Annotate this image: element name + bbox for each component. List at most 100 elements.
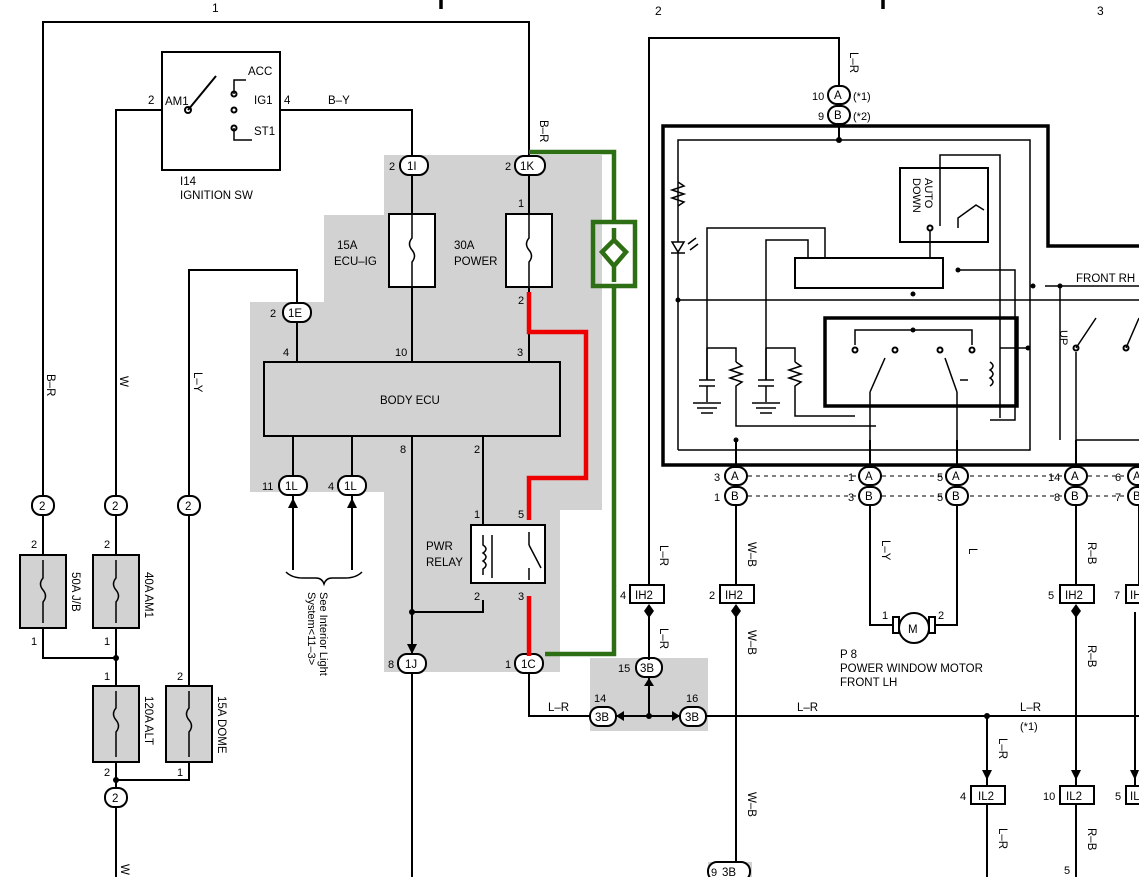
column-number: 1 <box>212 1 219 15</box>
connector-label: A <box>1133 471 1139 483</box>
ignition-switch: AM1 ACC IG1 ST1 2 4 I14 IGNITION SW <box>148 51 291 202</box>
fuse-label: 120A ALT <box>142 696 154 745</box>
pin-number: 5 <box>937 492 943 504</box>
wire-color-label: B–R <box>44 374 56 396</box>
pin-number: 1 <box>474 509 480 521</box>
pin-number: 15 <box>618 663 630 675</box>
auto-down-label: AUTO <box>922 178 934 209</box>
connector-label: 3B <box>685 712 699 724</box>
ignition-terminal: AM1 <box>165 96 189 108</box>
pin-number: 14 <box>1048 472 1060 484</box>
connector-label: 2 <box>185 501 191 513</box>
connector-label: 2 <box>112 793 118 805</box>
pin-number: 1 <box>714 492 720 504</box>
pin-number: 4 <box>283 347 289 359</box>
connector-label: 2 <box>112 501 118 513</box>
wire-color-label: L–R <box>996 738 1008 759</box>
pin-number: 9 <box>711 867 717 877</box>
pin-number: 6 <box>1115 472 1121 484</box>
fuse-label: 50A J/B <box>69 572 81 612</box>
green-highlight-path <box>529 149 638 657</box>
pin-number: 3 <box>518 591 524 603</box>
column-number: 3 <box>1097 4 1104 18</box>
connector-label: B <box>1071 491 1079 503</box>
connector-label: B <box>834 110 842 122</box>
connector-label: B <box>1133 491 1139 503</box>
connector-label: B <box>731 491 739 503</box>
pin-number: 4 <box>960 791 966 803</box>
pin-number: 1 <box>848 472 854 484</box>
motor-name: FRONT LH <box>840 677 897 689</box>
pin-number: 10 <box>395 347 407 359</box>
wire-color-label: L–R <box>847 52 859 73</box>
note-label: (*1) <box>853 91 871 103</box>
pin-number: 5 <box>937 472 943 484</box>
pin-number: 2 <box>474 591 480 603</box>
wire-color-label: W <box>117 376 129 387</box>
ignition-switch-name: IGNITION SW <box>180 190 253 202</box>
connector-label: A <box>731 471 739 483</box>
pin-number: 7 <box>1114 590 1120 602</box>
pin-number: 2 <box>104 539 110 551</box>
see-interior-light-note: See Interior Light <box>317 592 329 676</box>
wire-color-label: B–Y <box>328 95 350 107</box>
connector-label: B <box>865 491 873 503</box>
wire-color-label: L–Y <box>191 372 203 393</box>
relay-name: RELAY <box>426 557 463 569</box>
connector-label: 1K <box>520 161 534 173</box>
connector-label: 1E <box>288 308 302 320</box>
red-highlight-path <box>526 292 589 520</box>
wire-color-label: L–R <box>797 702 818 714</box>
connector-label: IH2 <box>635 590 653 602</box>
body-ecu-label: BODY ECU <box>380 395 440 407</box>
wire-color-label: L–R <box>657 628 669 649</box>
pin-number: 8 <box>1054 492 1060 504</box>
wire-color-label: L–R <box>548 702 569 714</box>
fuse-label: 40A AM1 <box>142 572 154 618</box>
wire-color-label: L–Y <box>879 540 891 561</box>
wire-color-label: R–B <box>1085 828 1097 851</box>
wire-color-label: L <box>966 548 978 555</box>
fuse-name: POWER <box>454 256 497 268</box>
pin-number: 2 <box>104 767 110 779</box>
fuse-rating: 30A <box>454 240 475 252</box>
pin-number: 16 <box>686 693 698 705</box>
pin-number: 2 <box>938 610 944 622</box>
see-interior-light-note: System<11–3> <box>305 592 317 665</box>
ignition-switch-id: I14 <box>180 176 197 188</box>
front-rh-label: FRONT RH <box>1076 273 1135 285</box>
pin-number: 5 <box>1115 791 1121 803</box>
connector-label: A <box>834 90 842 102</box>
wire-color-label: R–B <box>1085 542 1097 565</box>
pin-number: 1 <box>104 636 110 648</box>
wire-color-label: W–B <box>745 542 757 567</box>
pin-number: 1 <box>505 659 511 671</box>
connector-label: IL2 <box>1130 791 1139 803</box>
fuse-name: ECU–IG <box>334 256 377 268</box>
pin-number: 7 <box>1115 492 1121 504</box>
connector-label: 3B <box>595 712 609 724</box>
pin-number: 1 <box>31 636 37 648</box>
auto-down-label: DOWN <box>910 178 922 213</box>
pin-number: 2 <box>389 161 395 173</box>
pin-number: 3 <box>848 492 854 504</box>
pin-number: 2 <box>474 444 480 456</box>
fuses-left: 50A J/B 2 1 40A AM1 2 1 120A ALT 1 2 15A… <box>19 539 227 779</box>
pin-number: 4 <box>284 95 291 107</box>
pin-number: 5 <box>1064 865 1070 877</box>
column-header: 1 2 3 <box>212 0 1104 18</box>
connector-label: 3B <box>640 663 654 675</box>
fuse-rating: 15A <box>337 240 358 252</box>
wire-color-label: R–B <box>1085 645 1097 668</box>
pin-number: 9 <box>818 111 824 123</box>
connector-label: A <box>1071 471 1079 483</box>
motor-name: POWER WINDOW MOTOR <box>840 663 983 675</box>
note-label: (*2) <box>853 111 871 123</box>
pin-number: 2 <box>31 539 37 551</box>
connector-label: 1C <box>521 659 536 671</box>
connector-label: 2 <box>39 501 45 513</box>
wire-color-label: L–R <box>657 545 669 566</box>
ignition-terminal: ST1 <box>254 126 275 138</box>
pin-number: 3 <box>517 347 523 359</box>
wire-color-label: L–R <box>996 828 1008 849</box>
